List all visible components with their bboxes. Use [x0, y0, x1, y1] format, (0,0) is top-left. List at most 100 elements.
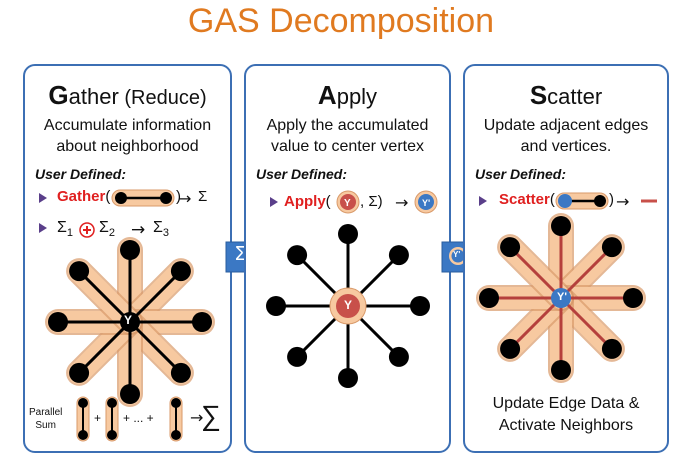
graph-vertex — [601, 338, 622, 359]
gather-description: Accumulate information about neighborhoo… — [25, 115, 230, 157]
scatter-graphics: → — [476, 192, 657, 383]
apply-func-name: Apply — [284, 193, 326, 210]
graph-vertex — [388, 346, 409, 367]
svg-text:→: → — [395, 193, 408, 212]
arrow2-symbol: Y' — [453, 250, 461, 259]
sum-term-1: Σ1 — [57, 219, 74, 240]
gather-panel: Gather (Reduce) Accumulate information a… — [23, 64, 232, 453]
apply-graphics: Y → Y' — [266, 190, 438, 388]
apply-user-defined: User Defined: — [256, 166, 348, 182]
gather-initial: G — [48, 80, 69, 110]
apply-center-label: Y — [344, 298, 353, 312]
gather-center-label: Y — [124, 313, 133, 327]
page-title: GAS Decomposition — [187, 2, 495, 40]
parallel-sum-glyphs: → — [76, 396, 203, 442]
gather-heading: Gather (Reduce) — [25, 80, 230, 111]
vertex-y-prime-icon — [558, 194, 572, 208]
graph-vertex — [48, 312, 68, 332]
gather-title-rest: ather — [68, 84, 119, 109]
svg-text:→: → — [190, 408, 203, 427]
scatter-star-graph — [476, 213, 646, 383]
scatter-center-label: Y' — [557, 291, 567, 303]
graph-vertex — [170, 362, 191, 383]
graph-vertex — [601, 237, 622, 258]
center-vertex — [336, 294, 360, 318]
scatter-initial: S — [529, 80, 548, 110]
svg-text:Y': Y' — [422, 198, 430, 208]
parallel-ellipsis: + ... + — [123, 411, 154, 425]
scatter-desc-line2: and vertices. — [520, 138, 612, 155]
scatter-footer: Update Edge Data & Activate Neighbors — [465, 393, 667, 437]
scatter-title-rest: catter — [547, 84, 603, 109]
scatter-heading: Scatter — [465, 80, 667, 111]
big-sigma: ∑ — [201, 400, 221, 431]
graph-vertex — [287, 346, 308, 367]
graph-edge — [559, 246, 613, 300]
apply-star-graph — [266, 224, 430, 388]
scatter-panel: Scatter Update adjacent edges and vertic… — [463, 64, 669, 453]
graph-vertex — [287, 245, 308, 266]
apply-initial: A — [317, 80, 337, 110]
graph-vertex — [479, 288, 499, 308]
graph-edge — [128, 270, 182, 324]
gather-func-result: Σ — [198, 188, 208, 205]
apply-func-call: Apply( — [284, 193, 331, 210]
bullet-icon — [270, 197, 278, 207]
center-vertex — [551, 288, 571, 308]
parallel-plus: + — [94, 411, 102, 425]
graph-vertex — [338, 224, 358, 244]
graph-vertex — [69, 261, 90, 282]
bullet-icon — [479, 196, 487, 206]
graph-vertex — [500, 237, 521, 258]
parallel-sum-label: Parallel Sum — [29, 407, 63, 431]
graph-vertex — [551, 216, 571, 236]
sum-term-2: Σ2 — [99, 219, 116, 240]
bullet-icon — [39, 193, 47, 203]
gather-func-call: Gather( — [57, 188, 111, 205]
graph-vertex — [266, 296, 286, 316]
apply-description: Apply the accumulated value to center ve… — [246, 115, 449, 157]
scatter-user-defined: User Defined: — [475, 166, 567, 182]
graph-edge — [78, 270, 132, 324]
svg-text:→: → — [131, 220, 145, 240]
svg-text:→: → — [616, 192, 629, 211]
graph-vertex — [388, 245, 409, 266]
gather-desc-line1: Accumulate information — [43, 117, 212, 134]
bullet-icon — [39, 223, 47, 233]
graph-edge — [559, 296, 613, 350]
gather-user-defined: User Defined: — [35, 166, 127, 182]
graph-vertex — [120, 240, 140, 260]
svg-text:→: → — [178, 189, 191, 208]
svg-text:Y: Y — [344, 198, 351, 209]
scatter-foot-line1: Update Edge Data & — [492, 395, 640, 412]
apply-desc-line2: value to center vertex — [271, 138, 424, 155]
vertex-y-icon — [340, 194, 356, 210]
graph-vertex — [410, 296, 430, 316]
graph-vertex — [192, 312, 212, 332]
graph-edge — [509, 296, 563, 350]
vertex-y-prime-icon — [418, 194, 434, 210]
graph-edge — [509, 246, 563, 300]
graph-edge — [128, 320, 182, 374]
apply-func-args: , Σ) — [360, 193, 383, 210]
sum-term-3: Σ3 — [153, 219, 170, 240]
graph-vertex — [623, 288, 643, 308]
gather-func-name: Gather — [57, 188, 106, 205]
graph-vertex — [170, 261, 191, 282]
center-vertex — [120, 312, 140, 332]
graph-vertex — [69, 362, 90, 383]
scatter-foot-line2: Activate Neighbors — [498, 417, 634, 434]
gather-graphics: → → → — [39, 189, 215, 442]
apply-title-rest: pply — [336, 84, 378, 109]
graph-vertex — [338, 368, 358, 388]
apply-heading: Apply — [246, 80, 449, 111]
scatter-func-name: Scatter — [499, 191, 550, 208]
gather-desc-line2: about neighborhood — [56, 138, 199, 155]
gather-star-graph — [45, 237, 215, 407]
graph-edge — [78, 320, 132, 374]
graph-vertex — [500, 338, 521, 359]
scatter-description: Update adjacent edges and vertices. — [465, 115, 667, 157]
gather-title-suffix: (Reduce) — [124, 87, 207, 109]
graph-vertex — [551, 360, 571, 380]
apply-panel: Apply Apply the accumulated value to cen… — [244, 64, 451, 453]
